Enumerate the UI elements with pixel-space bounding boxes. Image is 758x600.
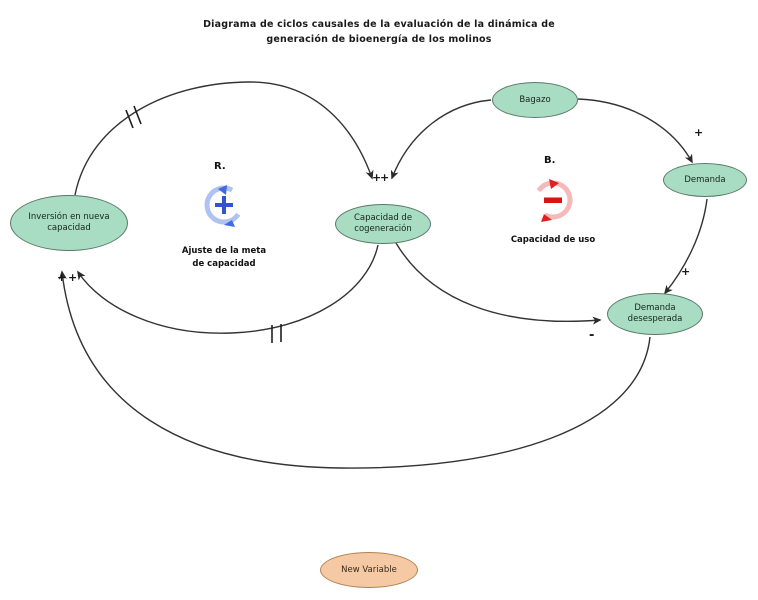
link-capacidad-to-desesperada [395, 242, 602, 325]
node-label: Demanda [684, 174, 726, 185]
node-inversion-en-nueva-capacidad[interactable]: Inversión en nueva capacidad [10, 195, 128, 251]
node-bagazo[interactable]: Bagazo [492, 82, 578, 118]
node-capacidad-de-cogeneracion[interactable]: Capacidad de cogeneración [335, 204, 431, 244]
reinforcing-loop-icon [204, 185, 244, 227]
node-label: Capacidad de cogeneración [353, 213, 413, 234]
link-desesperada-to-inversion [58, 270, 651, 469]
loop-caption-line-1: Capacidad de uso [510, 235, 596, 245]
node-label: Demanda desesperada [627, 303, 683, 324]
link-demanda-to-desesperada [663, 198, 708, 295]
node-demanda[interactable]: Demanda [663, 163, 747, 197]
delay-marker-top-left [125, 105, 142, 129]
loop-caption-line-2: de capacidad [192, 259, 256, 269]
loop-caption-balancing: Capacidad de uso [473, 234, 633, 247]
node-label: Bagazo [519, 94, 551, 105]
node-label: New Variable [341, 564, 397, 575]
loop-caption-line-1: Ajuste de la meta [181, 246, 267, 256]
link-layer [58, 81, 708, 469]
loop-caption-reinforcing: Ajuste de la meta de capacidad [144, 245, 304, 271]
node-label: Inversión en nueva capacidad [28, 212, 110, 233]
node-new-variable[interactable]: New Variable [320, 552, 418, 588]
link-inversion-to-capacidad [74, 81, 374, 196]
node-demanda-desesperada[interactable]: Demanda desesperada [607, 293, 703, 335]
link-capacidad-to-inversion [77, 244, 379, 334]
link-bagazo-to-demanda [577, 98, 693, 164]
delay-marker-bottom-left [271, 324, 282, 343]
balancing-loop-icon [533, 179, 573, 222]
link-bagazo-to-capacidad [390, 99, 492, 180]
